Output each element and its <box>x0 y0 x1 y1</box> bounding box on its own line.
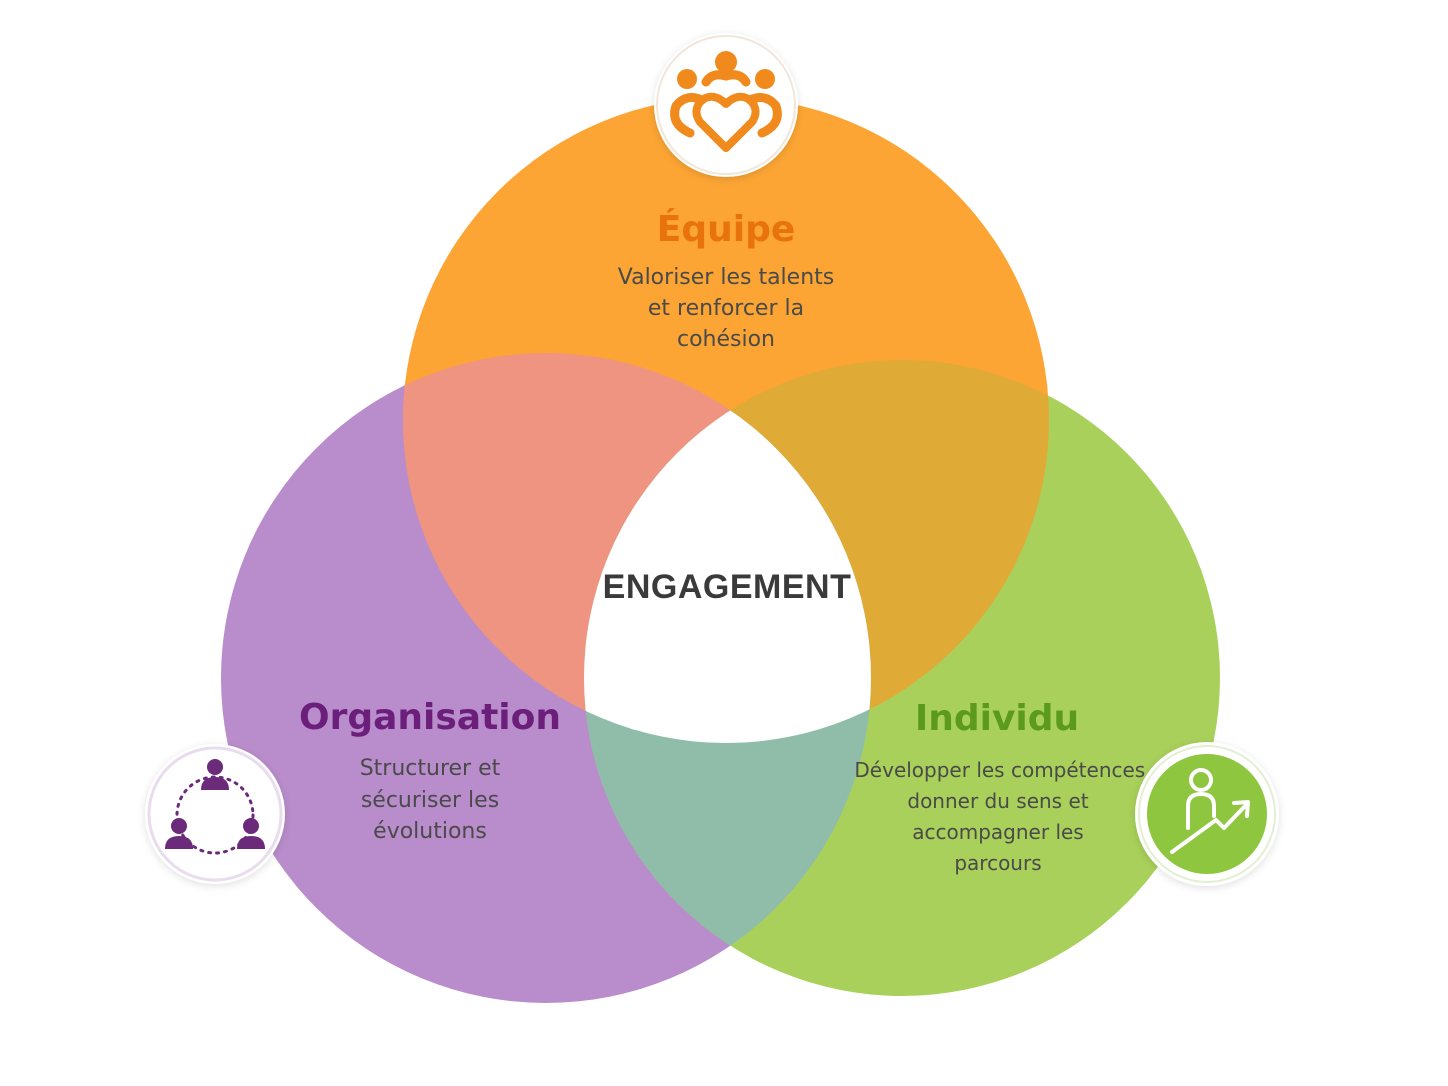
equipe-description-line-3: cohésion <box>677 327 775 352</box>
individu-description-line-1: Développer les compétences, <box>854 758 1151 782</box>
individu-description-line-3: accompagner les <box>912 820 1083 844</box>
equipe-description-line-2: et renforcer la <box>648 296 804 321</box>
person-growth-icon <box>1135 742 1279 886</box>
organisation-title: Organisation <box>299 697 561 738</box>
equipe-title: Équipe <box>657 208 796 250</box>
equipe-description-line-1: Valoriser les talents <box>618 265 834 290</box>
organisation-description-line-2: sécuriser les <box>361 788 499 813</box>
network-people-icon <box>145 744 285 884</box>
organisation-description-line-3: évolutions <box>373 819 487 844</box>
individu-title: Individu <box>915 698 1079 739</box>
team-heart-icon <box>654 33 798 177</box>
individu-description-line-2: donner du sens et <box>907 789 1088 813</box>
individu-description-line-4: parcours <box>954 851 1041 875</box>
engagement-center-area <box>584 360 871 743</box>
center-label: ENGAGEMENT <box>603 568 852 606</box>
organisation-description-line-1: Structurer et <box>360 756 501 781</box>
